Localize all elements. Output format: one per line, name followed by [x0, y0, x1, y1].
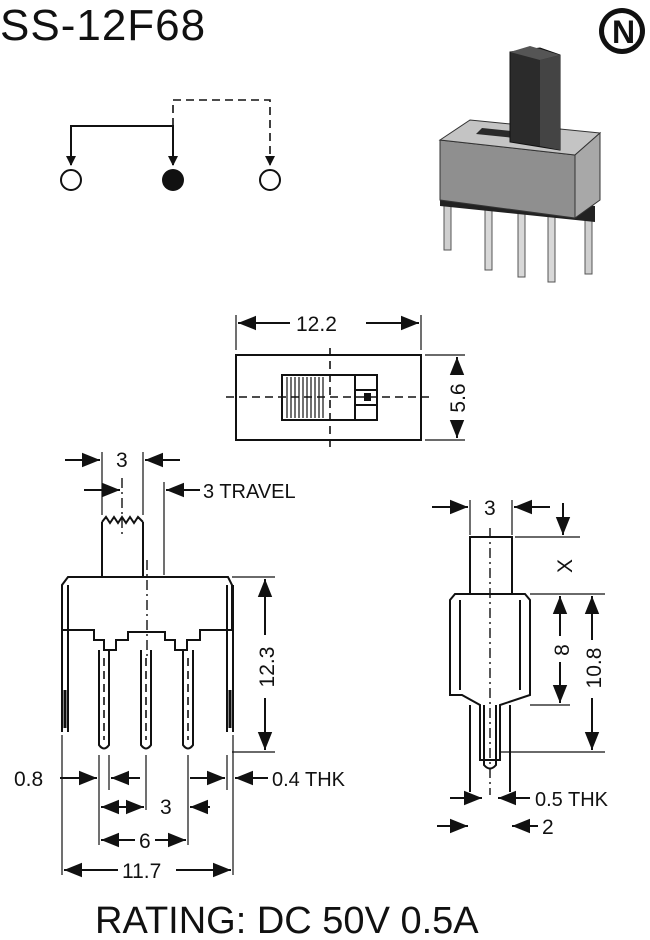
rating-label: RATING: DC 50V 0.5A: [95, 900, 479, 940]
pin-offset-label: 2: [542, 816, 554, 839]
top-view: 12.2 5.6: [226, 313, 470, 448]
outer-pitch-label: 6: [139, 830, 151, 853]
side-body-height-label: 8: [551, 644, 574, 656]
body-height-label: 12.3: [256, 647, 279, 688]
front-view: 3 3 TRAVEL 12.3 0.8 0.4 THK 3 6: [14, 449, 346, 883]
pin-thickness-label: 0.5 THK: [535, 789, 609, 811]
spdt-schematic-icon: [60, 99, 281, 191]
top-height-label: 5.6: [447, 383, 470, 412]
pitch-label: 3: [160, 796, 172, 819]
side-actuator-width-label: 3: [484, 497, 496, 520]
top-width-label: 12.2: [296, 313, 337, 336]
pin-width-label: 0.8: [14, 768, 43, 791]
n-logo-icon: N: [599, 8, 645, 54]
part-number-title: SS-12F68: [0, 1, 206, 50]
side-view: 3 X 8 10.8 0.5 THK 2: [432, 497, 609, 839]
thickness-label: 0.4 THK: [272, 769, 346, 791]
x-dimension-label: X: [554, 559, 577, 573]
total-height-label: 10.8: [583, 648, 606, 689]
total-width-label: 11.7: [122, 860, 161, 883]
slide-switch-render-icon: [438, 46, 602, 283]
logo-letter: N: [612, 14, 635, 50]
front-actuator-width-label: 3: [116, 449, 128, 472]
travel-label: 3 TRAVEL: [203, 481, 296, 503]
